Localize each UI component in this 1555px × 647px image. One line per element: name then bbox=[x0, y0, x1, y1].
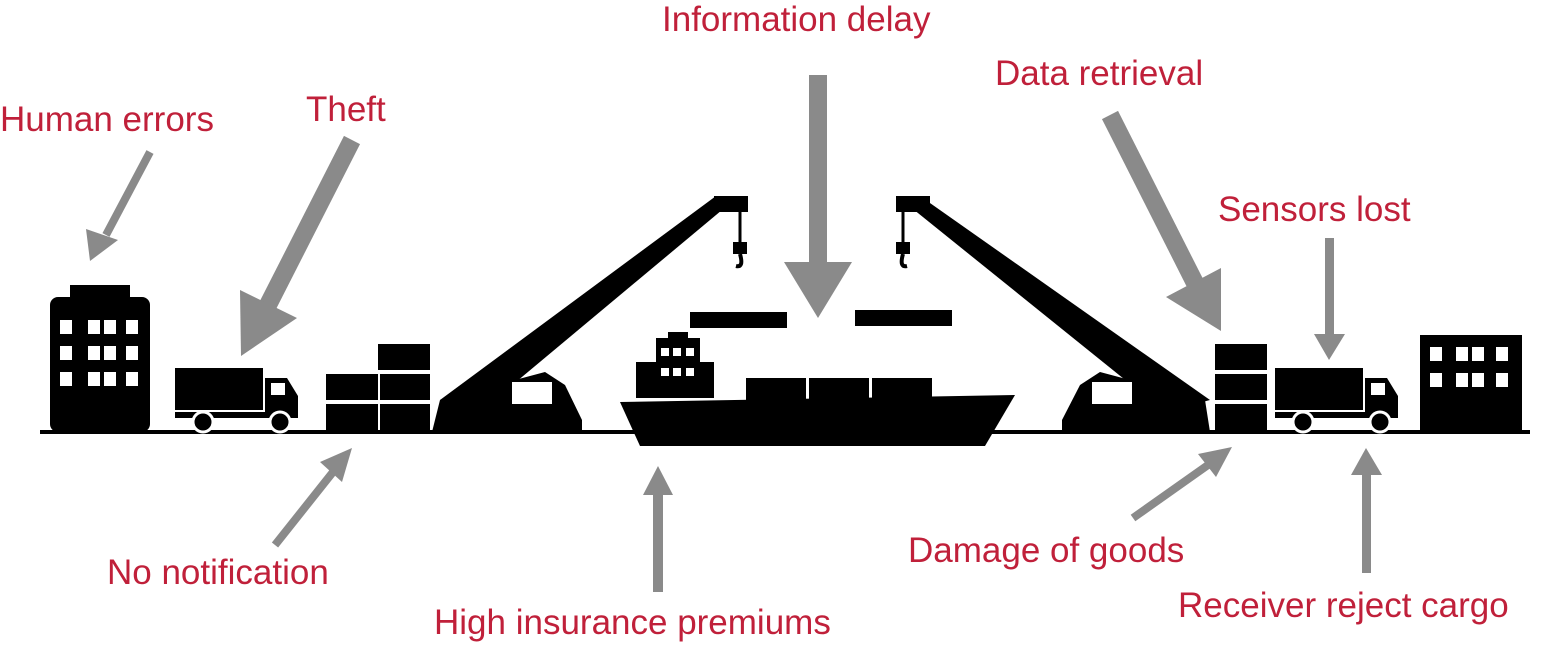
container-stack-icon bbox=[326, 344, 430, 430]
label-damage-of-goods: Damage of goods bbox=[908, 531, 1185, 570]
label-information-delay: Information delay bbox=[662, 0, 931, 39]
arrow-damage-of-goods-shaft bbox=[1130, 461, 1211, 522]
arrow-no-notification-shaft bbox=[271, 469, 337, 548]
arrow-high-insurance-premiums bbox=[643, 466, 673, 592]
label-theft: Theft bbox=[306, 90, 386, 129]
arrow-data-retrieval-shaft bbox=[1101, 110, 1205, 290]
arrow-theft-head bbox=[240, 290, 297, 356]
label-sensors-lost: Sensors lost bbox=[1218, 190, 1411, 229]
crane-icon bbox=[432, 196, 748, 432]
label-data-retrieval: Data retrieval bbox=[995, 54, 1204, 93]
delivery-truck-icon bbox=[1275, 368, 1398, 434]
label-high-insurance-premiums: High insurance premiums bbox=[434, 603, 831, 642]
arrow-data-retrieval-head bbox=[1166, 268, 1221, 331]
arrow-damage-of-goods-head bbox=[1198, 447, 1232, 477]
arrow-receiver-reject-cargo bbox=[1351, 448, 1382, 573]
cargo-ship-icon bbox=[620, 310, 1015, 446]
container-stack-icon bbox=[1215, 344, 1267, 430]
crane-icon bbox=[896, 196, 1210, 432]
arrow-theft-shaft bbox=[259, 135, 361, 310]
label-receiver-reject-cargo: Receiver reject cargo bbox=[1178, 586, 1509, 625]
arrow-sensors-lost bbox=[1314, 238, 1345, 360]
arrow-human-errors-shaft bbox=[102, 150, 154, 237]
office-building-icon bbox=[50, 285, 150, 432]
delivery-truck-icon bbox=[175, 368, 298, 434]
arrow-information-delay bbox=[784, 75, 852, 318]
label-no-notification: No notification bbox=[107, 553, 329, 592]
warehouse-icon bbox=[1420, 335, 1522, 432]
arrow-human-errors-head bbox=[86, 229, 118, 261]
label-human-errors: Human errors bbox=[0, 100, 214, 139]
arrow-no-notification-head bbox=[320, 448, 352, 482]
